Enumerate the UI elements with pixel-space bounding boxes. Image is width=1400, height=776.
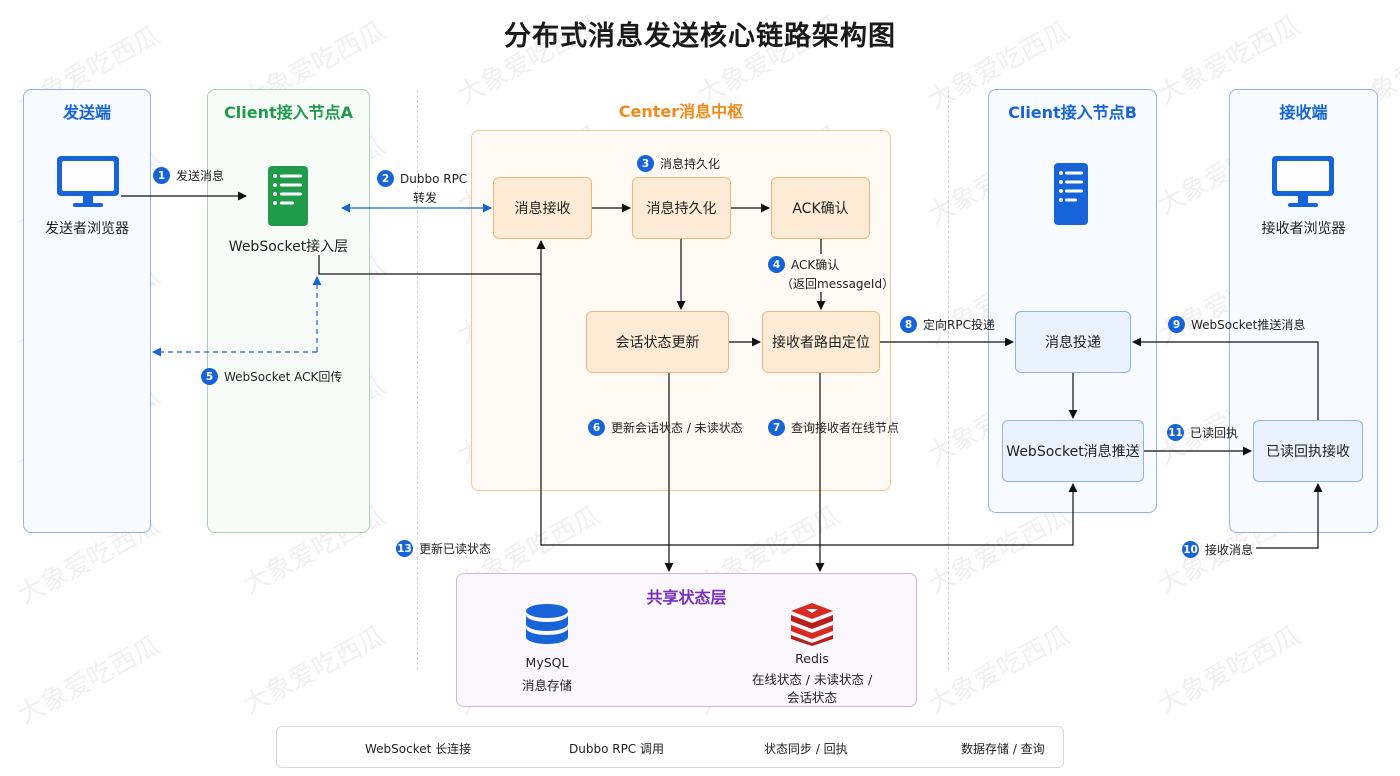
step-5: 5 WebSocket ACK回传: [201, 368, 342, 385]
step-6: 6 更新会话状态 / 未读状态: [588, 419, 743, 436]
legend-label: Dubbo RPC 调用: [569, 742, 665, 756]
step-badge: 6: [588, 419, 605, 436]
step-text: WebSocket ACK回传: [224, 370, 343, 384]
step-3: 3 消息持久化: [637, 155, 720, 172]
legend-label: WebSocket 长连接: [365, 742, 472, 756]
step-13: 13 更新已读状态: [396, 540, 491, 557]
legend-item-dubbo: Dubbo RPC 调用: [569, 740, 664, 757]
step-text: 消息持久化: [660, 157, 721, 171]
legend-item-websocket: WebSocket 长连接: [365, 740, 471, 757]
monitor-icon: [57, 156, 119, 207]
step-text: 发送消息: [176, 169, 225, 183]
arrow-update-read-state: [540, 274, 1078, 546]
arrow-push-to-deliver-receiver: [1132, 337, 1319, 420]
node-message-persist[interactable]: 消息持久化: [632, 177, 731, 239]
step-badge: 4: [768, 256, 785, 273]
step-text: 定向RPC投递: [923, 318, 995, 332]
step-2-line2: 转发: [412, 191, 437, 205]
step-text: 查询接收者在线节点: [791, 421, 900, 435]
mysql-label: MySQL: [525, 655, 569, 670]
step-4: 4 ACK确认: [768, 256, 839, 273]
blue-arrows: [152, 203, 492, 357]
node-websocket-push[interactable]: WebSocket消息推送: [1002, 420, 1144, 482]
node-read-receipt[interactable]: 已读回执接收: [1253, 420, 1363, 482]
step-text: ACK确认: [791, 258, 840, 272]
page-title: 分布式消息发送核心链路架构图: [504, 21, 896, 52]
column-client-a-title: Client接入节点A: [224, 103, 353, 122]
redis-label: Redis: [795, 651, 829, 666]
step-badge: 11: [1167, 424, 1184, 441]
step-11: 11 已读回执: [1167, 424, 1238, 441]
divider-right: [948, 90, 949, 670]
redis-sub-label-1: 在线状态 / 未读状态 /: [751, 672, 873, 687]
step-text: 更新会话状态 / 未读状态: [611, 421, 743, 435]
black-arrows: [121, 191, 1323, 572]
step-badge: 2: [377, 170, 394, 187]
sender-browser-label: 发送者浏览器: [45, 221, 129, 237]
step-4-line2: （返回messageId）: [781, 277, 895, 291]
step-badge: 8: [900, 316, 917, 333]
column-shared-state: 共享状态层: [456, 573, 917, 707]
step-8: 8 定向RPC投递: [900, 316, 995, 333]
column-receiver-title: 接收端: [1279, 103, 1328, 122]
step-badge: 13: [396, 540, 413, 557]
step-badge: 7: [768, 419, 785, 436]
node-message-receive[interactable]: 消息接收: [493, 177, 592, 239]
monitor-icon: [1272, 156, 1334, 207]
server-icon: [268, 166, 308, 226]
redis-sub-label-2: 会话状态: [786, 690, 837, 705]
column-client-b-title: Client接入节点B: [1008, 103, 1137, 122]
mysql-sub-label: 消息存储: [521, 678, 572, 693]
step-badge: 9: [1168, 316, 1185, 333]
column-client-a: Client接入节点A: [207, 89, 370, 533]
step-2: 2 Dubbo RPC: [377, 170, 467, 187]
step-badge: 1: [153, 167, 170, 184]
arrow-ws-layer-to-receive: [318, 240, 546, 275]
column-sender-title: 发送端: [62, 103, 111, 122]
step-badge: 5: [201, 368, 218, 385]
step-7: 7 查询接收者在线节点: [768, 419, 899, 436]
server-icon: [1054, 163, 1088, 225]
redis-icon: [791, 603, 833, 646]
legend-item-store: 数据存储 / 查询: [961, 740, 1045, 757]
step-text: 接收消息: [1205, 543, 1254, 557]
divider-left: [417, 90, 418, 670]
step-text: WebSocket推送消息: [1191, 318, 1306, 332]
column-center-title: Center消息中枢: [618, 102, 744, 121]
websocket-layer-label: WebSocket接入层: [228, 239, 349, 255]
node-ack-confirm[interactable]: ACK确认: [771, 177, 870, 239]
legend-label: 状态同步 / 回执: [764, 742, 848, 756]
step-1: 1 发送消息: [153, 167, 224, 184]
legend-item-sync: 状态同步 / 回执: [764, 740, 848, 757]
step-text: 已读回执: [1190, 426, 1239, 440]
step-10: 10 接收消息: [1182, 541, 1253, 558]
database-icon: [526, 604, 568, 644]
node-session-update[interactable]: 会话状态更新: [586, 311, 729, 373]
arrow-receive-message: [1256, 483, 1323, 549]
step-badge: 10: [1182, 541, 1199, 558]
node-route-locate[interactable]: 接收者路由定位: [762, 311, 880, 373]
step-badge: 3: [637, 155, 654, 172]
legend-label: 数据存储 / 查询: [961, 742, 1045, 756]
step-text: Dubbo RPC: [400, 171, 468, 186]
receiver-browser-label: 接收者浏览器: [1261, 221, 1346, 237]
step-9: 9 WebSocket推送消息: [1168, 316, 1305, 333]
legend: WebSocket 长连接 Dubbo RPC 调用 状态同步 / 回执 数据存…: [276, 726, 1064, 768]
step-text: 更新已读状态: [419, 542, 492, 556]
column-shared-title: 共享状态层: [646, 588, 727, 607]
node-message-deliver[interactable]: 消息投递: [1015, 311, 1131, 373]
